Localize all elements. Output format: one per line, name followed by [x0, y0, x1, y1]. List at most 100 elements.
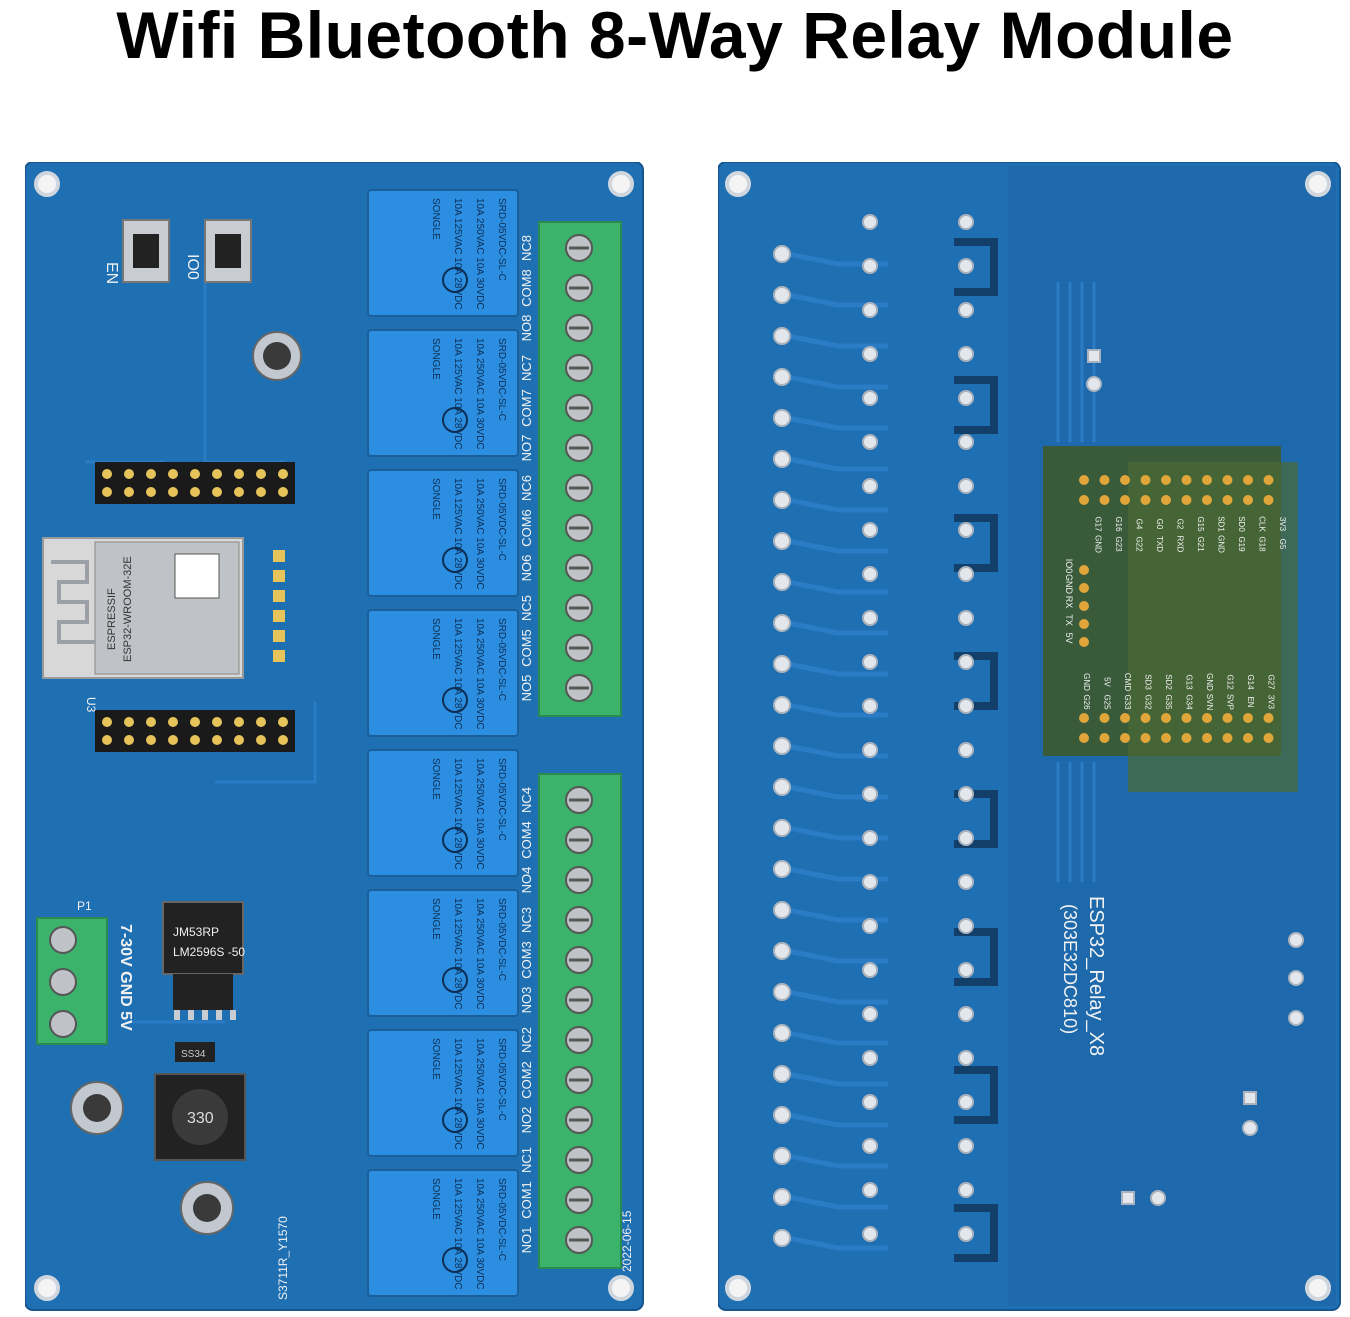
- diode-label: SS34: [181, 1049, 206, 1060]
- solder-pad: [862, 346, 878, 362]
- esp-pin-pad: [1222, 733, 1233, 743]
- solder-pad: [862, 1182, 878, 1198]
- relay-solder-pad: [773, 409, 791, 427]
- connector-label: P1: [77, 899, 92, 913]
- electrolytic-capacitor-3: [180, 1181, 234, 1235]
- esp-pin-pad: [1099, 733, 1110, 743]
- solder-pad: [958, 390, 974, 406]
- esp-pin-pad: [1120, 495, 1130, 505]
- board-date: 2022-06-15: [620, 1210, 634, 1272]
- esp-pin-pad: [1079, 495, 1089, 505]
- mounting-holes-back: [725, 171, 1331, 1301]
- back-solder-pads: [773, 214, 974, 1247]
- solder-pad: [958, 1094, 974, 1110]
- esp-pin-pad: [1161, 495, 1171, 505]
- side-pin: [273, 570, 285, 582]
- header-pin: [234, 487, 244, 497]
- solder-pad: [958, 742, 974, 758]
- solder-pad: [958, 478, 974, 494]
- solder-pad: [958, 874, 974, 890]
- pin-label: G18: [1258, 536, 1267, 552]
- pin-label: GND: [1094, 535, 1103, 553]
- esp32-pin-pads: [1079, 475, 1274, 743]
- esp-pin-pad: [1140, 713, 1151, 723]
- relay-print: 10A 125VAC 10A 28VDC: [452, 1178, 463, 1290]
- header-pin: [124, 717, 134, 727]
- label-io0: IO0: [184, 254, 201, 280]
- relay-coil-trace: [954, 1204, 998, 1262]
- module-ref: U3: [84, 697, 98, 713]
- module-label-brand: ESPRESSIF: [106, 588, 118, 650]
- relay-coil-trace: [954, 1066, 998, 1124]
- header-pin: [234, 717, 244, 727]
- trace: [787, 1112, 888, 1128]
- relay-solder-pad: [773, 368, 791, 386]
- header-top: [95, 462, 295, 504]
- terminal-label-top: NC5: [519, 595, 534, 621]
- solder-pad: [862, 698, 878, 714]
- pin-label: SD3: [1144, 674, 1153, 690]
- header-pin: [124, 735, 134, 745]
- terminal-label-top: COM6: [519, 509, 534, 547]
- header-pin: [234, 469, 244, 479]
- solder-pad: [958, 962, 974, 978]
- esp-pin-pad: [1079, 713, 1089, 723]
- solder-pad: [862, 962, 878, 978]
- header-pin: [124, 469, 134, 479]
- pin-label: GND: [1217, 535, 1226, 553]
- pin-label: EN: [1246, 696, 1255, 707]
- trace: [787, 620, 888, 636]
- header-pin: [278, 717, 288, 727]
- pin-label: G2: [1176, 519, 1185, 530]
- header-pin: [256, 717, 266, 727]
- terminal-label-bottom: COM1: [519, 1181, 534, 1219]
- terminal-label-top: NC6: [519, 475, 534, 501]
- button-en[interactable]: [122, 219, 170, 283]
- esp32-module: ESPRESSIF ESP32-WROOM-32E: [42, 537, 244, 679]
- pin-label: SD1: [1217, 516, 1226, 532]
- pin-label: G34: [1185, 694, 1194, 710]
- relay-print: 10A 250VAC 10A 30VDC: [474, 1178, 485, 1290]
- relay-print: 10A 125VAC 10A 28VDC: [452, 758, 463, 870]
- relay-print: SRD-05VDC-SL-C: [496, 338, 507, 421]
- solder-pad: [862, 830, 878, 846]
- esp-pin-pad: [1161, 733, 1171, 743]
- module-side-pins: [273, 550, 285, 662]
- relay-solder-pad: [773, 1229, 791, 1247]
- terminal-label-bottom: NC2: [519, 1027, 534, 1053]
- pin-label: SD2: [1164, 674, 1173, 690]
- solder-pad: [958, 1182, 974, 1198]
- esp-pin-pad: [1120, 713, 1130, 723]
- esp-pin-pad: [1099, 475, 1110, 485]
- header-pin: [212, 717, 222, 727]
- header-pin: [190, 717, 200, 727]
- serial-pin-label: RX: [1064, 596, 1074, 609]
- relay-print: 10A 250VAC 10A 30VDC: [474, 898, 485, 1010]
- relay-print: SRD-05VDC-SL-C: [496, 618, 507, 701]
- trace: [787, 538, 888, 554]
- terminal-label-bottom: COM4: [519, 821, 534, 859]
- relay-print: 10A 125VAC 10A 28VDC: [452, 478, 463, 590]
- solder-pad: [862, 1050, 878, 1066]
- pin-label: G33: [1123, 694, 1132, 710]
- esp-pin-pad: [1222, 475, 1233, 485]
- esp-pin-pad: [1181, 475, 1192, 485]
- terminal-label-bottom: NO4: [519, 867, 534, 894]
- trace: [787, 497, 888, 513]
- pin-label: CMD: [1123, 673, 1132, 691]
- header-pin: [102, 735, 112, 745]
- header-pin: [234, 735, 244, 745]
- inductor: 330: [154, 1073, 246, 1161]
- solder-pad: [958, 830, 974, 846]
- relay-print: SRD-05VDC-SL-C: [496, 758, 507, 841]
- relay-print: SONGLE: [430, 758, 441, 800]
- relay-logo: [442, 827, 468, 853]
- relay-coil-trace: [954, 514, 998, 572]
- button-io0[interactable]: [204, 219, 252, 283]
- relay-solder-pad: [773, 450, 791, 468]
- relay-solder-pad: [773, 614, 791, 632]
- esp-pin-pad: [1202, 713, 1212, 723]
- relay-board-back: 3V3 CLK SD0 SD1 G15 G2 G0 G4 G16 G17 G5 …: [718, 162, 1341, 1311]
